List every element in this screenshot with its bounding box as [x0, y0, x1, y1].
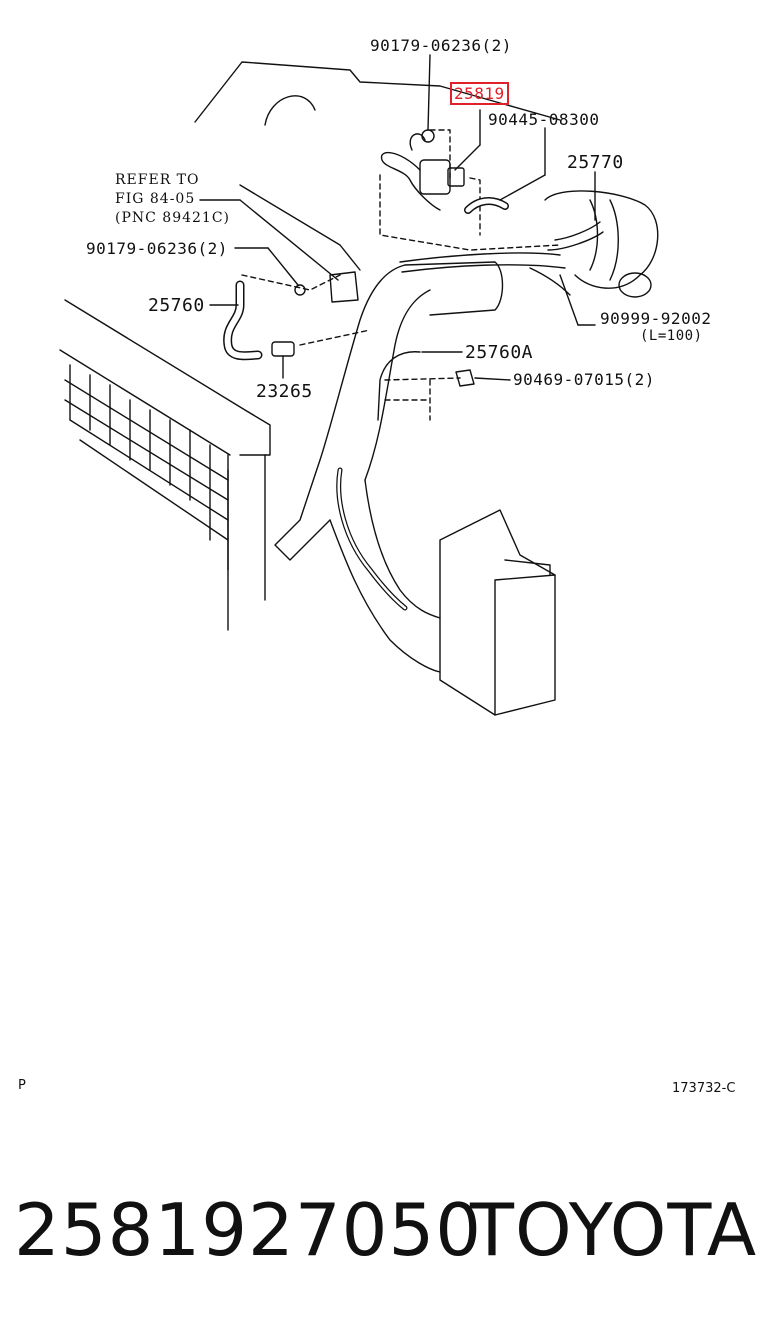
label-90999: 90999-92002 — [600, 309, 712, 328]
engine-side-line — [240, 185, 360, 270]
radiator-outline — [65, 300, 270, 455]
leader-90999-b — [560, 275, 578, 325]
label-25760a: 25760A — [465, 342, 534, 363]
hose-bundle-1 — [400, 253, 560, 262]
part-number: 2581927050 — [14, 1188, 483, 1272]
long-vacuum-pipe — [339, 470, 405, 608]
label-refer-to-line3: (PNC 89421C) — [115, 210, 231, 226]
label-25760: 25760 — [148, 295, 205, 316]
clamp-left — [295, 285, 305, 295]
clamp-top — [422, 130, 434, 142]
radiator-core — [70, 365, 228, 570]
intake-duct-inner — [365, 290, 430, 480]
vsv-valve-body — [420, 160, 450, 194]
air-cleaner-box — [440, 510, 555, 715]
hose-bundle-3 — [530, 268, 570, 295]
hose-bundle-2 — [402, 265, 565, 272]
leader-top-clamp — [428, 55, 430, 130]
label-refer-to-line1: REFER TO — [115, 172, 200, 188]
engine-vacuum-hose-illustration — [0, 0, 760, 760]
hose-90445-inner — [468, 201, 505, 210]
air-cleaner-face — [495, 575, 555, 715]
air-duct-ribs — [590, 200, 618, 280]
dashed-guide-a — [430, 130, 450, 178]
air-duct-end — [619, 273, 651, 297]
sensor-23265 — [272, 342, 294, 356]
intake-duct-outer — [275, 265, 405, 560]
footer-ref-code: 173732-C — [672, 1081, 736, 1096]
hose-25770-b — [548, 232, 603, 250]
label-highlighted-part[interactable]: 25819 — [450, 82, 509, 105]
radiator-top — [60, 350, 230, 455]
dashed-left-2 — [300, 330, 370, 345]
leader-90469 — [475, 378, 510, 380]
clamp-90469 — [456, 370, 474, 386]
label-refer-to-line2: FIG 84-05 — [115, 191, 196, 207]
hose-25760-inner — [228, 285, 258, 356]
air-cleaner-tab — [505, 560, 550, 575]
dashed-90469 — [385, 378, 460, 420]
hose-25770 — [555, 222, 600, 240]
leader-90445-b — [500, 175, 545, 200]
footer-mark: P — [18, 1078, 26, 1093]
dashed-guide-box — [380, 175, 560, 250]
vsv-valve-connector — [448, 168, 464, 186]
label-23265: 23265 — [256, 381, 313, 402]
intake-duct-top — [405, 262, 503, 315]
label-90469: 90469-07015(2) — [513, 370, 655, 389]
vsv-valve-hose-b — [410, 134, 425, 150]
radiator-fins — [65, 380, 228, 540]
parts-diagram: 90179-06236(2) 25819 90445-08300 25770 R… — [0, 0, 760, 760]
label-left-clamp: 90179-06236(2) — [86, 239, 228, 258]
label-90445: 90445-08300 — [488, 110, 600, 129]
hose-25760a — [378, 352, 420, 420]
label-top-clamp: 90179-06236(2) — [370, 36, 512, 55]
leader-25819-b — [455, 145, 480, 170]
engine-head-arc — [265, 96, 315, 125]
air-duct-upper — [545, 191, 658, 288]
leader-refer-b — [240, 200, 338, 280]
engine-head-outline — [195, 62, 560, 122]
long-vacuum-pipe-inner — [339, 470, 405, 608]
brand-name: TOYOTA — [470, 1188, 758, 1272]
vsv-valve-hose — [382, 153, 440, 210]
bracket-left — [330, 272, 358, 302]
intake-duct-lower-b — [365, 480, 440, 618]
label-25770: 25770 — [567, 152, 624, 173]
leader-left-clamp-b — [268, 248, 298, 285]
intake-duct-lower — [330, 520, 440, 672]
label-length: (L=100) — [640, 328, 703, 344]
dashed-guide-b — [470, 178, 480, 235]
